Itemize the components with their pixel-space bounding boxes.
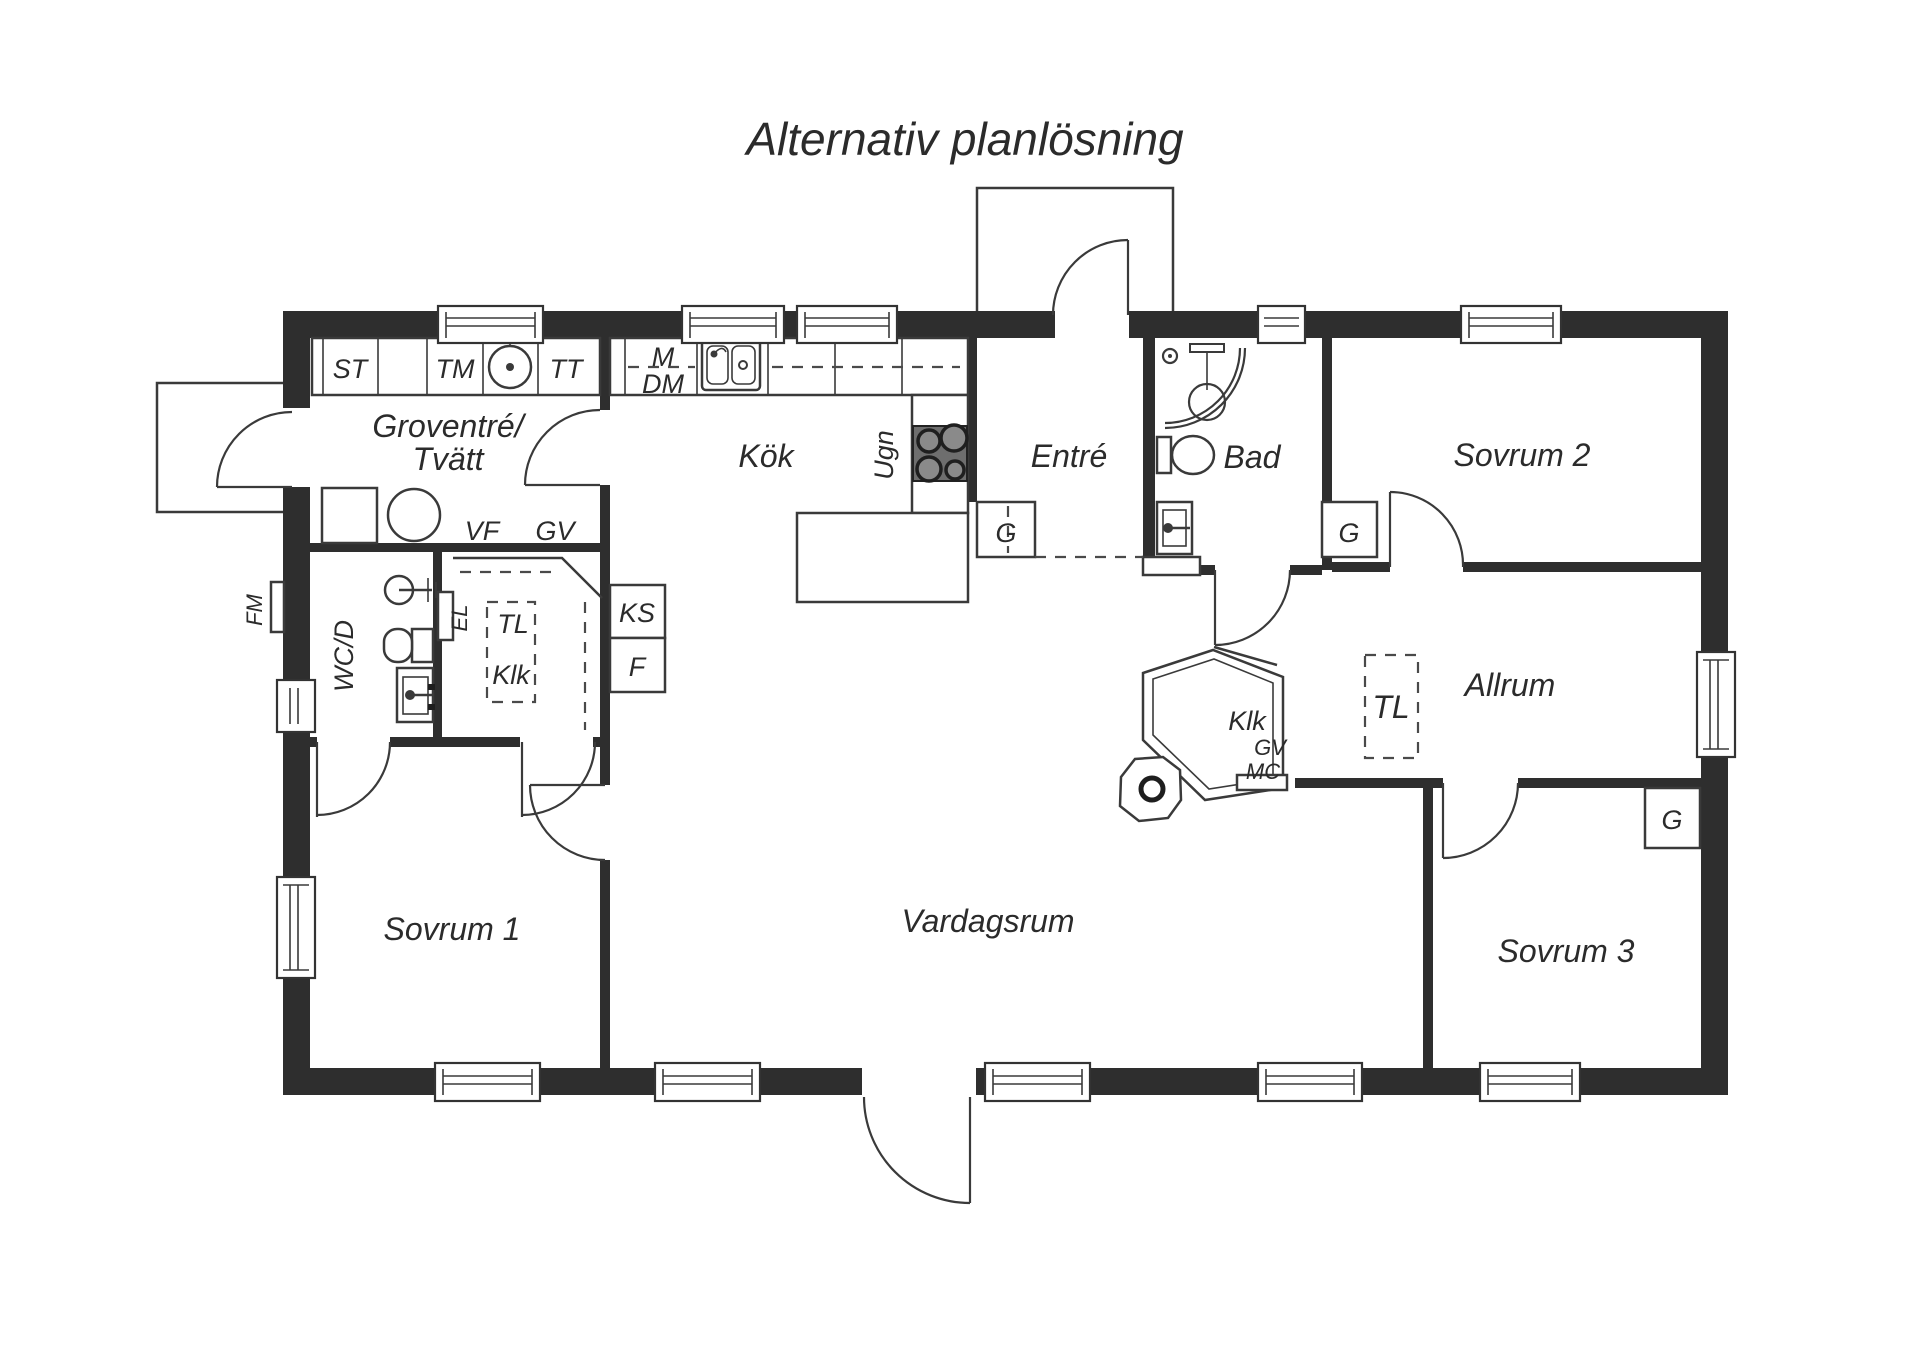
- shower-icon: [1161, 343, 1247, 430]
- attic-hatch-allrum: [1363, 653, 1420, 760]
- room-label-vardagsrum: Vardagsrum: [901, 903, 1074, 939]
- el-cabinet: [436, 590, 455, 642]
- window-bottom-vardagsrum-3: [1256, 1061, 1364, 1103]
- stove-icon: [912, 423, 969, 483]
- page-title: Alternativ planlösning: [743, 113, 1184, 165]
- label-gv: GV: [535, 516, 577, 546]
- room-labels: Groventré/ Tvätt Kök Entré Bad Sovrum 2 …: [329, 408, 1635, 969]
- closet-g-kitchen: [975, 500, 1037, 559]
- room-label-sovrum1: Sovrum 1: [384, 911, 521, 947]
- entry-porch-left: [155, 381, 283, 514]
- window-right-allrum: [1695, 650, 1737, 759]
- label-g-sovrum3: G: [1661, 805, 1682, 835]
- window-left-sovrum1: [275, 875, 317, 980]
- laundry-tub-icon: [386, 487, 442, 543]
- opening-entre: [1055, 309, 1129, 340]
- label-gv-hall: GV: [1254, 735, 1288, 760]
- toilet-icon-bad: [1155, 434, 1216, 476]
- kitchen-counter: [608, 336, 970, 604]
- window-top-bad: [1256, 304, 1307, 345]
- window-top-3: [795, 304, 899, 345]
- door-patio: [862, 1096, 972, 1205]
- fridge-box: [608, 583, 667, 640]
- door-groventre: [215, 410, 293, 489]
- door-wcd: [315, 741, 392, 817]
- freezer-box: [608, 636, 667, 694]
- bench-box: [320, 486, 379, 545]
- label-tl-master: TL: [497, 609, 529, 639]
- attic-hatch-master: [485, 600, 537, 704]
- label-g-sovrum2: G: [1338, 518, 1359, 548]
- window-bottom-vardagsrum-2: [983, 1061, 1092, 1103]
- label-dm: DM: [642, 369, 684, 399]
- window-top-2: [680, 304, 786, 345]
- groventre-counter: [310, 330, 602, 397]
- room-label-bad: Bad: [1224, 439, 1282, 475]
- window-bottom-sovrum3: [1478, 1061, 1582, 1103]
- label-ks: KS: [619, 598, 655, 628]
- window-bottom-vardagsrum-1: [653, 1061, 762, 1103]
- label-vf: VF: [465, 516, 501, 546]
- door-sovrum2: [1388, 490, 1465, 568]
- fixture-labels: ST TM TT M DM Ugn G G G VF GV EL TL Klk …: [242, 342, 1683, 835]
- sink-icon-bad: [1155, 500, 1194, 556]
- interior-walls: [310, 338, 1702, 1068]
- room-label-sovrum3: Sovrum 3: [1498, 933, 1635, 969]
- label-klk-hall: Klk: [1228, 706, 1267, 736]
- kitchen-sink-icon: [700, 338, 762, 392]
- label-tm: TM: [436, 354, 475, 384]
- doors: [215, 238, 1520, 1205]
- label-fm: FM: [242, 593, 267, 625]
- label-mc-hall: MC: [1246, 759, 1280, 784]
- label-g-kitchen: G: [995, 518, 1016, 548]
- wcd-fixtures: [382, 574, 437, 724]
- door-bad: [1213, 569, 1292, 647]
- room-label-allrum: Allrum: [1463, 667, 1556, 703]
- opening-patio: [862, 1066, 976, 1097]
- closet-g-sovrum2: [1320, 500, 1379, 559]
- label-tl-allrum: TL: [1372, 689, 1409, 725]
- gv-mc-cabinet: [1235, 773, 1289, 792]
- closet-g-sovrum3: [1643, 786, 1702, 850]
- hall-cabinet: [1141, 555, 1202, 577]
- opening-groventre: [281, 408, 312, 487]
- door-sovrum1: [528, 783, 606, 862]
- sink-icon-wcd: [395, 666, 435, 724]
- entry-porch-top: [975, 186, 1175, 311]
- room-label-kok: Kök: [738, 438, 795, 474]
- master-closet-interior: [453, 556, 603, 730]
- fm-cabinet: [269, 580, 286, 634]
- label-ugn: Ugn: [869, 430, 899, 480]
- sink-round-icon-wcd: [383, 574, 437, 606]
- room-label-wcd: WC/D: [329, 620, 359, 692]
- window-top-1: [436, 304, 545, 345]
- kitchen-island: [795, 511, 970, 604]
- fireplace: [1118, 755, 1183, 823]
- room-label-groventre-line1: Groventré/: [372, 408, 526, 444]
- window-left-wcd: [275, 678, 317, 734]
- label-st: ST: [333, 354, 370, 384]
- door-entre: [1051, 238, 1130, 316]
- groventre-fixtures: [320, 486, 442, 545]
- label-m: M: [652, 342, 675, 372]
- room-label-entre: Entré: [1031, 438, 1107, 474]
- closet-boxes: [269, 500, 1702, 850]
- closet-door-leaf: [1213, 645, 1278, 667]
- label-f: F: [629, 652, 647, 682]
- label-tt: TT: [550, 354, 585, 384]
- door-sovrum3: [1441, 782, 1520, 860]
- windows: [275, 304, 1737, 1103]
- room-label-groventre-line2: Tvätt: [412, 441, 484, 477]
- room-label-sovrum2: Sovrum 2: [1454, 437, 1591, 473]
- toilet-icon-wcd: [382, 627, 435, 664]
- label-klk-master: Klk: [492, 660, 531, 690]
- bad-fixtures: [1155, 343, 1247, 556]
- label-el: EL: [447, 605, 472, 632]
- window-top-sovrum2: [1459, 304, 1563, 345]
- door-groventre-kok: [523, 408, 601, 487]
- window-bottom-sovrum1: [433, 1061, 542, 1103]
